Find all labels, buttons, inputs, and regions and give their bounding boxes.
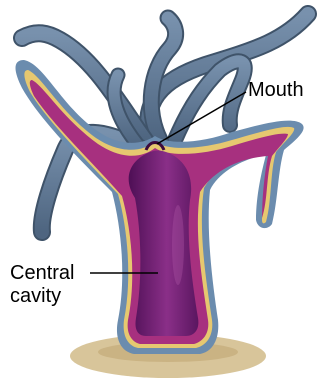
cavity-highlight (172, 205, 184, 285)
central-cavity-label: Central cavity (10, 262, 74, 308)
mouth-label: Mouth (248, 79, 304, 102)
